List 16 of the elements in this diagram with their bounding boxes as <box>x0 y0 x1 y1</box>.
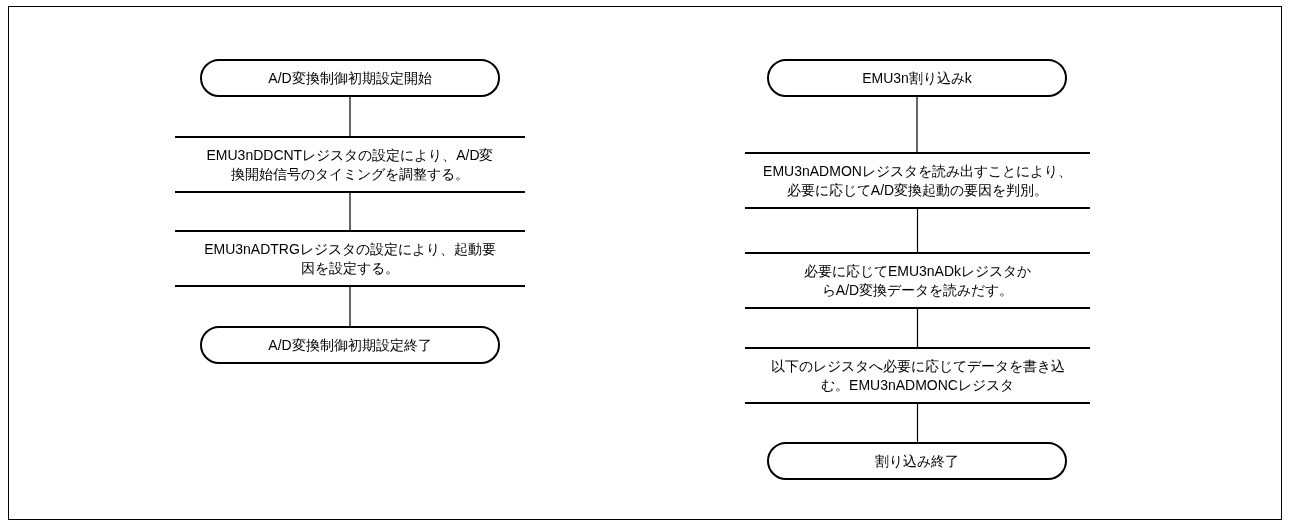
terminal-box: A/D変換制御初期設定終了 <box>200 326 500 364</box>
terminal-box: 割り込み終了 <box>767 442 1067 480</box>
terminal-box: EMU3n割り込みk <box>767 59 1067 97</box>
process-box: EMU3nDDCNTレジスタの設定により、A/D変換開始信号のタイミングを調整する。 <box>175 136 525 193</box>
process-box: 以下のレジスタへ必要に応じてデータを書き込む。EMU3nADMONCレジスタ <box>745 347 1090 404</box>
process-box: EMU3nADMONレジスタを読み出すことにより、必要に応じてA/D変換起動の要因を判別。 <box>745 152 1090 209</box>
process-box: 必要に応じてEMU3nADkレジスタからA/D変換データを読みだす。 <box>745 252 1090 309</box>
connector-line <box>916 403 919 443</box>
connector-line <box>349 286 351 327</box>
connector-line <box>916 208 919 253</box>
process-box: EMU3nADTRGレジスタの設定により、起動要因を設定する。 <box>175 230 525 287</box>
connector-line <box>916 96 918 153</box>
connector-line <box>349 96 351 137</box>
connector-line <box>916 308 919 348</box>
connector-line <box>349 192 351 231</box>
terminal-box: A/D変換制御初期設定開始 <box>200 59 500 97</box>
